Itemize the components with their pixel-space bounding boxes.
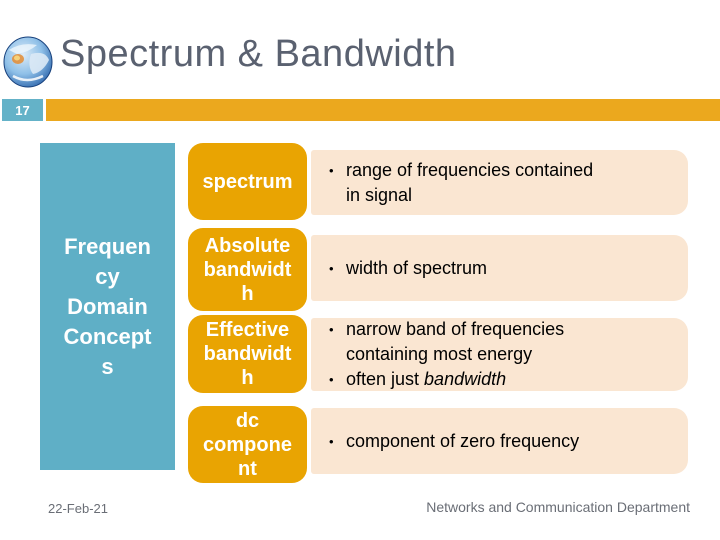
bullet-text-italic: bandwidth <box>424 369 507 389</box>
bullet-item: • component of zero frequency <box>325 429 672 454</box>
term-box-absolute-bandwidth: Absolute bandwidt h <box>188 228 307 311</box>
bullet-item: • often just bandwidth <box>325 367 672 392</box>
globe-logo-icon <box>3 36 53 88</box>
bullet-text: width of spectrum <box>346 257 488 278</box>
term-box-effective-bandwidth: Effective bandwidt h <box>188 315 307 393</box>
header-accent-bar <box>46 99 720 121</box>
term-label: Absolute bandwidt h <box>203 234 292 305</box>
category-label: Frequen cy Domain Concept s <box>63 233 152 379</box>
term-label: dc compone nt <box>203 409 292 480</box>
footer-department: Networks and Communication Department <box>426 499 690 515</box>
bullet-icon: • <box>329 372 334 387</box>
term-box-spectrum: spectrum <box>188 143 307 220</box>
bullet-text: narrow band of frequencies containing mo… <box>346 319 565 364</box>
slide-number: 17 <box>15 102 30 118</box>
definition-box-spectrum: • range of frequencies contained in sign… <box>311 150 688 215</box>
bullet-text: often just bandwidth <box>346 367 672 392</box>
bullet-item: • width of spectrum <box>325 256 672 281</box>
bullet-text: range of frequencies contained in signal <box>346 159 594 205</box>
bullet-item: • range of frequencies contained in sign… <box>325 158 672 208</box>
bullet-icon: • <box>329 162 334 178</box>
category-box-frequency-domain-concepts: Frequen cy Domain Concept s <box>40 143 175 470</box>
bullet-icon: • <box>329 322 334 337</box>
bullet-icon: • <box>329 433 334 449</box>
footer-date: 22-Feb-21 <box>48 501 108 516</box>
term-label: Effective bandwidt h <box>203 319 292 389</box>
bullet-item: • narrow band of frequencies containing … <box>325 317 672 367</box>
term-label: spectrum <box>202 170 293 193</box>
bullet-icon: • <box>329 260 334 276</box>
definition-box-effective-bandwidth: • narrow band of frequencies containing … <box>311 318 688 391</box>
slide-title: Spectrum & Bandwidth <box>60 33 457 75</box>
slide-number-badge: 17 <box>2 99 43 121</box>
bullet-text-normal: often just <box>346 369 425 389</box>
term-box-dc-component: dc compone nt <box>188 406 307 483</box>
definition-box-dc-component: • component of zero frequency <box>311 408 688 474</box>
definition-box-absolute-bandwidth: • width of spectrum <box>311 235 688 301</box>
bullet-text: component of zero frequency <box>346 430 580 451</box>
